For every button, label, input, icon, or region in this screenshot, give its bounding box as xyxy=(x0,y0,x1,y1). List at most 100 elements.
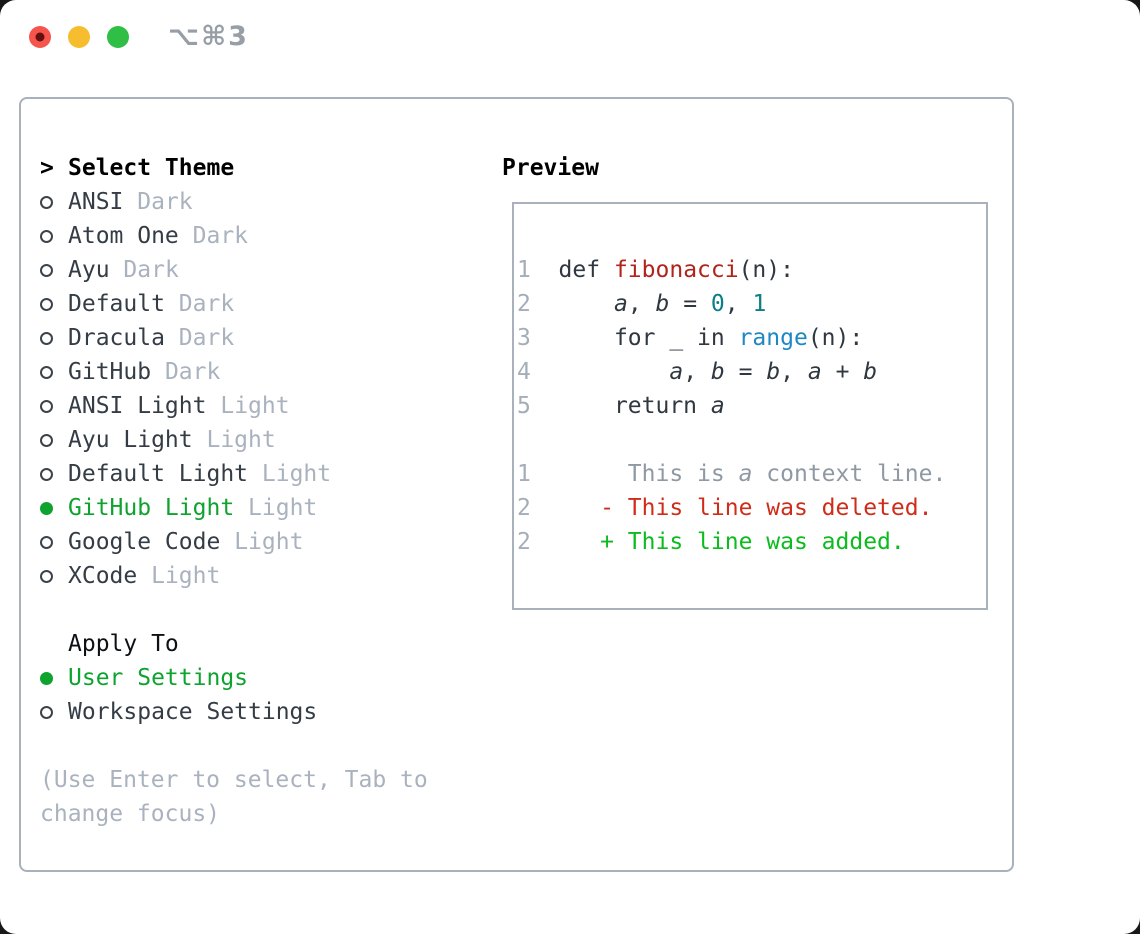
theme-option-ayu[interactable]: Ayu Dark xyxy=(40,253,464,287)
line-number: 1 xyxy=(517,257,531,283)
radio-slot xyxy=(40,467,68,481)
line-number: 2 xyxy=(517,291,531,317)
theme-name: Dracula xyxy=(68,325,165,351)
code-token: , xyxy=(627,291,656,317)
radio-icon xyxy=(40,297,53,311)
option-label: XCode Light xyxy=(68,563,220,589)
line-number: 5 xyxy=(517,393,531,419)
theme-option-dracula[interactable]: Dracula Dark xyxy=(40,321,464,355)
code-token: b xyxy=(710,359,725,385)
theme-name: Google Code xyxy=(68,529,221,555)
code-token: for _ in xyxy=(530,325,739,351)
code-token: , xyxy=(724,291,753,317)
theme-variant: Dark xyxy=(123,257,179,283)
line-number: 3 xyxy=(517,325,531,351)
close-button[interactable] xyxy=(29,26,51,48)
radio-slot xyxy=(40,331,68,345)
theme-name: Default Light xyxy=(68,461,249,487)
code-token xyxy=(531,495,600,521)
option-label: ANSI Light Light xyxy=(68,393,290,419)
theme-name: ANSI xyxy=(68,189,124,215)
theme-variant: Light xyxy=(206,427,276,453)
theme-option-ayu-light[interactable]: Ayu Light Light xyxy=(40,423,464,457)
code-line xyxy=(517,423,980,457)
radio-slot xyxy=(40,365,68,379)
preview-title: Preview xyxy=(502,155,599,181)
theme-option-ansi-light[interactable]: ANSI Light Light xyxy=(40,389,464,423)
window-controls xyxy=(29,26,129,48)
code-token: b xyxy=(655,291,670,317)
radio-icon xyxy=(40,365,53,379)
option-label: GitHub Light Light xyxy=(68,495,317,521)
theme-variant: Dark xyxy=(178,291,235,317)
theme-option-default-light[interactable]: Default Light Light xyxy=(40,457,464,491)
code-token xyxy=(531,291,614,317)
radio-icon xyxy=(40,399,53,413)
code-token: = xyxy=(669,291,711,317)
code-token: b xyxy=(766,359,781,385)
apply-option-label: User Settings xyxy=(68,665,249,691)
theme-name: GitHub Light xyxy=(68,495,235,521)
apply-option-user-settings[interactable]: User Settings xyxy=(40,661,464,695)
option-label: Ayu Light Light xyxy=(68,427,276,453)
theme-option-atom-one[interactable]: Atom One Dark xyxy=(40,219,464,253)
code-token: (n): xyxy=(738,257,794,283)
radio-slot xyxy=(40,433,68,447)
theme-option-xcode[interactable]: XCode Light xyxy=(40,559,464,593)
option-label: Dracula Dark xyxy=(68,325,234,351)
radio-icon xyxy=(40,467,53,481)
theme-variant: Dark xyxy=(137,189,193,215)
radio-slot xyxy=(40,569,68,583)
theme-option-google-code[interactable]: Google Code Light xyxy=(40,525,464,559)
code-line: 2 + This line was added. xyxy=(517,525,980,559)
option-label: GitHub Dark xyxy=(68,359,220,385)
code-token: a xyxy=(738,461,753,487)
code-token: , xyxy=(780,359,808,385)
radio-icon xyxy=(40,229,53,243)
option-label: ANSI Dark xyxy=(68,189,193,215)
code-line: 1 def fibonacci(n): xyxy=(517,253,980,287)
prompt-icon: > xyxy=(40,155,54,181)
zoom-button[interactable] xyxy=(107,26,129,48)
apply-option-workspace-settings[interactable]: Workspace Settings xyxy=(40,695,464,729)
theme-name: GitHub xyxy=(68,359,152,385)
code-token: + xyxy=(821,359,864,385)
code-line: 2 - This line was deleted. xyxy=(517,491,980,525)
radio-icon xyxy=(40,569,53,583)
option-label: Google Code Light xyxy=(68,529,303,555)
apply-option-label: Workspace Settings xyxy=(68,699,318,725)
theme-option-ansi[interactable]: ANSI Dark xyxy=(40,185,464,219)
code-line: 4 a, b = b, a + b xyxy=(517,355,980,389)
theme-option-github[interactable]: GitHub Dark xyxy=(40,355,464,389)
code-token: 1 xyxy=(752,291,767,317)
theme-option-default[interactable]: Default Dark xyxy=(40,287,464,321)
minimize-button[interactable] xyxy=(68,26,90,48)
code-token: context line. xyxy=(752,461,947,487)
theme-variant: Light xyxy=(261,461,332,487)
option-label: Default Light Light xyxy=(68,461,331,487)
select-theme-title: Select Theme xyxy=(68,155,235,181)
code-line: 2 a, b = 0, 1 xyxy=(517,287,980,321)
code-token: a xyxy=(807,359,822,385)
theme-option-github-light[interactable]: GitHub Light Light xyxy=(40,491,464,525)
theme-variant: Light xyxy=(248,495,318,521)
theme-variant: Dark xyxy=(192,223,249,249)
code-token: a xyxy=(613,291,628,317)
radio-icon xyxy=(40,705,53,719)
theme-name: Ayu Light xyxy=(68,427,193,453)
code-token: , xyxy=(683,359,711,385)
radio-icon xyxy=(40,195,53,209)
radio-slot xyxy=(40,195,68,209)
code-line: 1 This is a context line. xyxy=(517,457,980,491)
code-token: + This line was added. xyxy=(600,529,905,555)
shortcut-label: ⌥⌘3 xyxy=(168,21,249,52)
theme-variant: Light xyxy=(151,563,221,589)
theme-variant: Dark xyxy=(164,359,221,385)
code-token: a xyxy=(710,393,725,419)
selected-radio-icon xyxy=(40,671,53,685)
